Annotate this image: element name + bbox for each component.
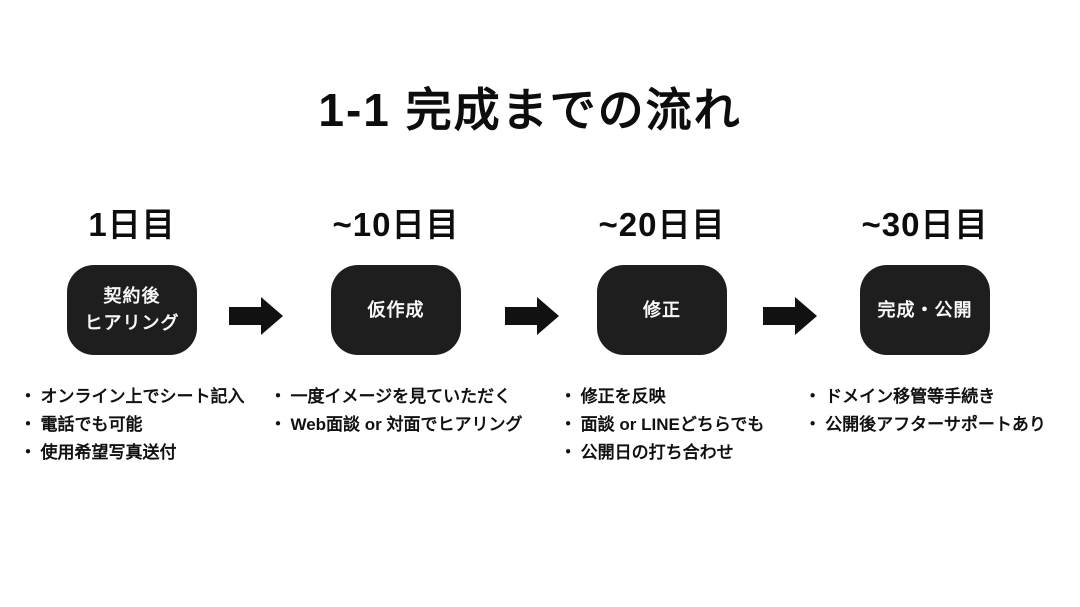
stage-completion-publish: ~30日目 完成・公開 ・ドメイン移管等手続き ・公開後アフターサポートあり <box>795 205 1055 439</box>
arrow-right-icon <box>229 297 283 335</box>
stage-revision: ~20日目 修正 ・修正を反映 ・面談 or LINEどちらでも ・公開日の打ち… <box>532 205 792 467</box>
bullet-item: ・オンライン上でシート記入 <box>20 383 245 411</box>
bullet-text: 公開日の打ち合わせ <box>580 443 734 462</box>
stage-box: 完成・公開 <box>860 265 990 355</box>
bullet-item: ・Web面談 or 対面でヒアリング <box>269 411 522 439</box>
bullet-text: オンライン上でシート記入 <box>40 387 245 406</box>
bullet-dot-icon: ・ <box>559 415 577 434</box>
page-title: 1-1 完成までの流れ <box>318 84 742 136</box>
stage-bullet-list: ・ドメイン移管等手続き ・公開後アフターサポートあり <box>804 383 1046 439</box>
bullet-item: ・修正を反映 <box>560 383 765 411</box>
bullet-dot-icon: ・ <box>559 387 577 406</box>
bullet-dot-icon: ・ <box>804 387 822 406</box>
bullet-text: 使用希望写真送付 <box>40 443 177 462</box>
stage-box: 仮作成 <box>331 265 461 355</box>
bullet-item: ・使用希望写真送付 <box>20 439 245 467</box>
stage-box-label: 契約後 ヒアリング <box>84 286 180 333</box>
stage-day-label: 1日目 <box>88 206 176 243</box>
bullet-text: Web面談 or 対面でヒアリング <box>290 415 523 434</box>
bullet-text: 一度イメージを見ていただく <box>290 387 512 406</box>
bullet-dot-icon: ・ <box>269 387 287 406</box>
bullet-dot-icon: ・ <box>269 415 287 434</box>
stage-draft-creation: ~10日目 仮作成 ・一度イメージを見ていただく ・Web面談 or 対面でヒア… <box>266 205 526 439</box>
bullet-text: 面談 or LINEどちらでも <box>580 415 765 434</box>
stage-bullet-list: ・オンライン上でシート記入 ・電話でも可能 ・使用希望写真送付 <box>20 383 245 467</box>
bullet-dot-icon: ・ <box>559 443 577 462</box>
stage-box-label: 仮作成 <box>367 299 425 320</box>
bullet-item: ・一度イメージを見ていただく <box>269 383 522 411</box>
bullet-dot-icon: ・ <box>804 415 822 434</box>
bullet-text: 電話でも可能 <box>40 415 143 434</box>
stage-day-label: ~30日目 <box>861 206 989 243</box>
stage-box: 契約後 ヒアリング <box>67 265 197 355</box>
bullet-dot-icon: ・ <box>19 387 37 406</box>
arrow-right-icon <box>763 297 817 335</box>
stage-contract-hearing: 1日目 契約後 ヒアリング ・オンライン上でシート記入 ・電話でも可能 ・使用希… <box>2 205 262 467</box>
bullet-item: ・面談 or LINEどちらでも <box>560 411 765 439</box>
stage-box: 修正 <box>597 265 727 355</box>
bullet-text: 修正を反映 <box>580 387 666 406</box>
bullet-text: ドメイン移管等手続き <box>825 387 996 406</box>
bullet-dot-icon: ・ <box>19 415 37 434</box>
stage-box-label: 修正 <box>643 299 681 320</box>
bullet-item: ・電話でも可能 <box>20 411 245 439</box>
bullet-text: 公開後アフターサポートあり <box>825 415 1046 434</box>
bullet-item: ・ドメイン移管等手続き <box>804 383 1046 411</box>
stage-bullet-list: ・一度イメージを見ていただく ・Web面談 or 対面でヒアリング <box>269 383 522 439</box>
stage-box-label: 完成・公開 <box>877 299 973 320</box>
bullet-item: ・公開日の打ち合わせ <box>560 439 765 467</box>
arrow-right-icon <box>505 297 559 335</box>
stage-bullet-list: ・修正を反映 ・面談 or LINEどちらでも ・公開日の打ち合わせ <box>560 383 765 467</box>
bullet-dot-icon: ・ <box>19 443 37 462</box>
bullet-item: ・公開後アフターサポートあり <box>804 411 1046 439</box>
stage-day-label: ~20日目 <box>598 206 726 243</box>
stage-day-label: ~10日目 <box>332 206 460 243</box>
